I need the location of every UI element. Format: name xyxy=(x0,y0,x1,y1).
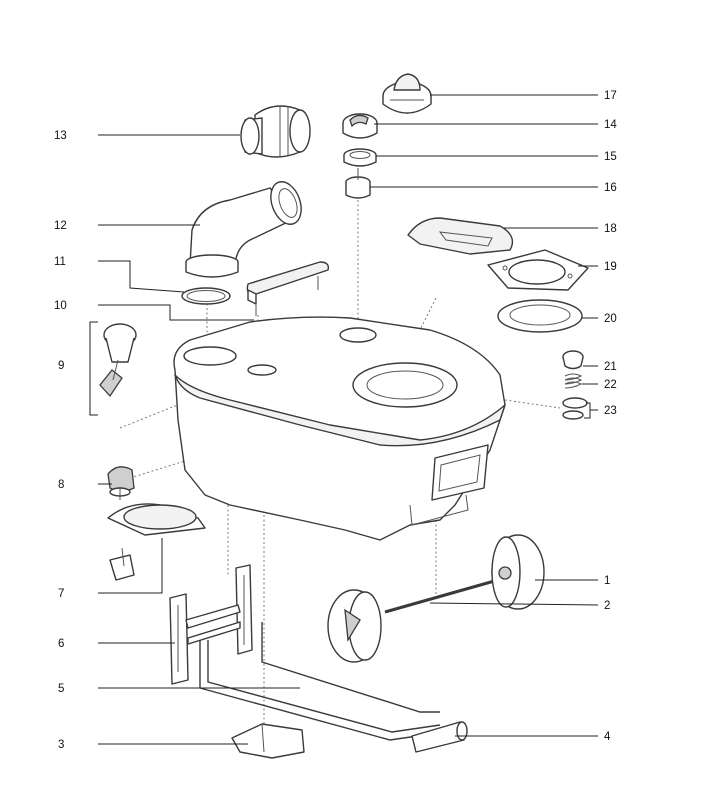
callout-10: 10 xyxy=(54,300,67,312)
wheel-part-1 xyxy=(491,534,545,610)
callout-7: 7 xyxy=(58,588,64,600)
leader-lines xyxy=(89,94,599,745)
callout-16: 16 xyxy=(604,182,617,194)
cap-part-17 xyxy=(382,73,432,114)
callout-14: 14 xyxy=(604,119,617,131)
wheel-left xyxy=(327,589,382,663)
callout-6: 6 xyxy=(58,638,64,650)
seal-part-11 xyxy=(181,287,231,305)
level-indicator-part-9 xyxy=(99,323,137,398)
callout-23: 23 xyxy=(604,405,617,417)
vent-cap-part-14 xyxy=(342,113,378,139)
callout-4: 4 xyxy=(604,731,611,743)
callout-2: 2 xyxy=(604,600,610,612)
callout-12: 12 xyxy=(54,220,67,232)
callout-19: 19 xyxy=(604,261,617,273)
foot-plate-part-3 xyxy=(231,723,305,759)
elbow-pipe-part-12 xyxy=(185,181,302,278)
callout-17: 17 xyxy=(604,90,617,102)
handle-part-10 xyxy=(246,261,330,316)
callout-20: 20 xyxy=(604,313,617,325)
callout-5: 5 xyxy=(58,683,64,695)
callout-21: 21 xyxy=(604,361,617,373)
pipe-coupling-part-13 xyxy=(240,105,311,158)
frame-rod-part-5 xyxy=(199,622,446,741)
knob-part-8 xyxy=(107,466,135,500)
callout-18: 18 xyxy=(604,223,617,235)
handle-grip-part-4 xyxy=(411,721,468,753)
callout-15: 15 xyxy=(604,151,617,163)
gasket-part-20 xyxy=(497,299,583,333)
callout-9: 9 xyxy=(58,360,64,372)
axle-part-2 xyxy=(384,576,506,614)
callout-1: 1 xyxy=(604,575,610,587)
callout-11: 11 xyxy=(54,256,66,268)
cover-part-7 xyxy=(107,503,206,581)
waste-tank-body xyxy=(173,316,506,541)
bracket-part-6 xyxy=(169,564,253,685)
callout-13: 13 xyxy=(54,130,67,142)
callout-22: 22 xyxy=(604,379,617,391)
valve-part-16 xyxy=(345,168,371,199)
callout-labels: 1 2 3 4 5 6 7 8 9 10 11 12 13 14 15 16 1… xyxy=(54,90,617,751)
flange-part-19 xyxy=(487,249,589,291)
button-part-21 xyxy=(562,350,584,370)
cover-plate-part-18 xyxy=(407,217,514,255)
spring-part-22 xyxy=(564,373,583,389)
callout-3: 3 xyxy=(58,739,64,751)
callout-8: 8 xyxy=(58,479,64,491)
valve-disk-part-23 xyxy=(562,397,588,420)
seal-ring-part-15 xyxy=(343,148,377,167)
